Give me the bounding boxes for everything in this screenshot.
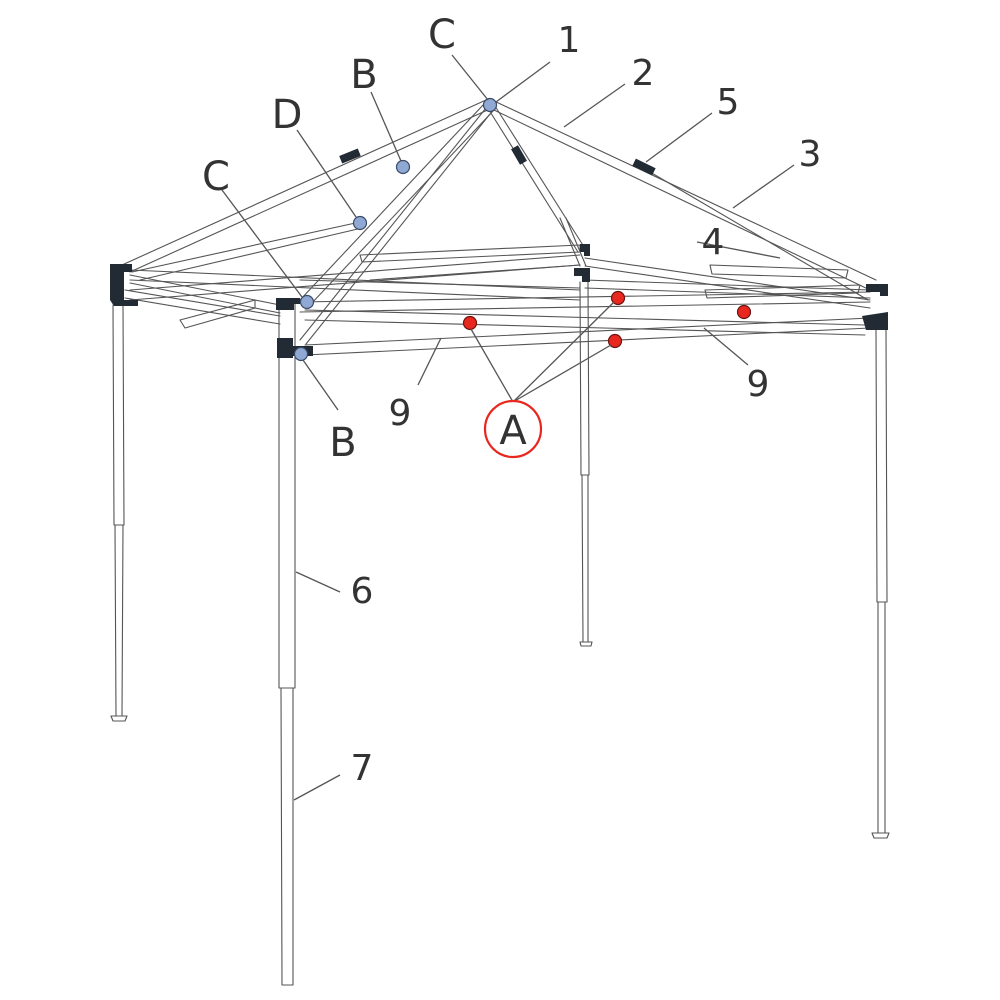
label-part-5: 5 [717,82,740,123]
joint-a-3 [607,333,623,349]
leg-front-left-upper [278,354,296,689]
label-part-7: 7 [351,748,374,789]
rafter-connector [339,148,361,164]
joint-a-1 [462,315,478,331]
rafter-front-right [491,99,877,291]
label-part-9-right: 9 [747,364,770,405]
leg-back-center [579,281,593,647]
label-part-4: 4 [702,222,725,263]
label-c-top: C [428,12,456,58]
label-c-left: C [202,154,230,200]
callout-a-ring [483,399,543,459]
leg-front-right-lower [877,601,886,834]
leg-front-left [278,299,296,986]
joint-c-top [482,97,498,113]
leg-front-right [871,329,890,839]
rafter-connector [511,145,527,165]
label-part-9-left: 9 [389,393,412,434]
roof-rafters [121,99,877,345]
leg-front-left-lower [280,687,294,986]
scissor-trusses [124,244,871,356]
legs [110,281,890,986]
label-b-upper: B [350,52,377,98]
label-part-6: 6 [351,571,374,612]
corner-bracket-back-center [580,244,590,256]
leg-back-left-upper [112,304,125,526]
joint-markers [293,97,752,362]
label-d: D [272,92,303,138]
rafter-back-center [488,105,587,253]
label-a: A [499,408,527,454]
label-part-1: 1 [558,20,581,61]
rafter-back-left [121,99,493,273]
label-part-2: 2 [632,53,655,94]
leg-back-center-lower [581,474,589,643]
label-part-3: 3 [799,134,822,175]
leg-back-center-upper [579,281,590,476]
rafter-front-left [299,103,495,306]
joint-b-upper [395,159,411,175]
joint-d [352,215,368,231]
leg-back-left-lower [114,524,124,717]
joint-c-left [299,294,315,310]
joint-a-4 [736,304,752,320]
label-b-lower: B [329,420,356,466]
rafter-connector [632,158,656,176]
callout-labels: C B D C B A 1 2 5 3 4 6 7 9 9 [202,12,821,789]
joint-b-lower [293,346,309,362]
joint-a-2 [610,290,626,306]
corner-bracket-back-left [110,264,138,306]
corner-bracket-front-right [866,284,888,296]
leg-front-right-upper [875,329,888,603]
corner-brackets [110,244,888,358]
leader-lines [221,54,795,801]
leg-back-left [110,304,128,722]
